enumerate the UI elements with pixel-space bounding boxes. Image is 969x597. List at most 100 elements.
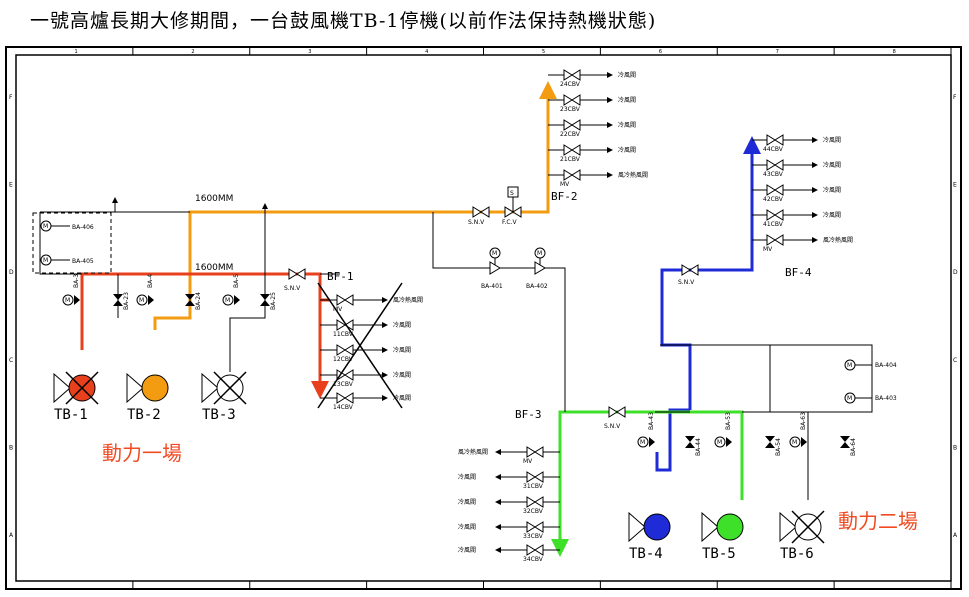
branch-33cbv: 33CBV 冷風閥 bbox=[458, 521, 560, 540]
blue-flow-path bbox=[655, 136, 761, 472]
branch-destination-label: 冷風閥 bbox=[823, 211, 841, 219]
branch-valve-label: 24CBV bbox=[560, 81, 581, 88]
frame-row-label: E bbox=[9, 182, 13, 189]
snv-valve-3: S.N.V bbox=[678, 264, 699, 286]
branch-destination-label: 風冷熱風閥 bbox=[393, 296, 423, 304]
svg-text:M: M bbox=[492, 250, 497, 257]
blower-tb-3: TB-3 bbox=[201, 371, 247, 423]
frame-col-label: 6 bbox=[659, 49, 662, 55]
blower-label: TB-5 bbox=[702, 546, 736, 562]
svg-text:BA-403: BA-403 bbox=[875, 395, 897, 402]
frame-row-label: A bbox=[953, 532, 958, 539]
branch-destination-label: 風冷熱風閥 bbox=[618, 171, 648, 179]
area-label-power-plant-2: 動力二場 bbox=[838, 509, 918, 533]
ba-405-406-box bbox=[32, 212, 112, 274]
branch-destination-label: 冷風閥 bbox=[458, 523, 476, 531]
frame-row-label: D bbox=[953, 269, 958, 276]
svg-text:S.N.V: S.N.V bbox=[678, 279, 695, 286]
branch-valve-label: 42CBV bbox=[763, 196, 784, 203]
frame-col-label: 4 bbox=[425, 49, 428, 55]
snv-valve-2: S.N.V bbox=[468, 206, 490, 226]
svg-text:BA-23: BA-23 bbox=[123, 292, 130, 310]
blower-tb-2: TB-2 bbox=[126, 372, 169, 423]
branch-valve-label: 12CBV bbox=[333, 356, 354, 363]
motor-valve-ba-4: MBA-4 bbox=[136, 274, 154, 306]
branch-valve-label: 21CBV bbox=[560, 156, 581, 163]
motor-valve-ba-3: MBA-3 bbox=[62, 274, 80, 306]
pipe-label-1600-mid: 1600MM bbox=[195, 263, 233, 273]
ba-406-valve: M BA-406 bbox=[40, 220, 94, 232]
svg-text:BA-24: BA-24 bbox=[195, 292, 202, 310]
motor-valve-ba-63: M BA-63 bbox=[789, 412, 807, 448]
frame-col-label: 5 bbox=[542, 49, 545, 55]
svg-text:BA-53: BA-53 bbox=[725, 412, 732, 430]
svg-text:M: M bbox=[43, 257, 48, 264]
frame-row-label: F bbox=[9, 94, 13, 101]
svg-text:BA-43: BA-43 bbox=[648, 412, 655, 430]
branch-valve-label: 13CBV bbox=[333, 381, 354, 388]
branch-valve-label: 23CBV bbox=[560, 106, 581, 113]
branch-23cbv: 23CBV 冷風閥 bbox=[548, 94, 636, 113]
svg-text:M: M bbox=[717, 439, 722, 446]
svg-text:F.C.V: F.C.V bbox=[502, 219, 517, 226]
ba-401-valve: M BA-401 bbox=[481, 247, 503, 290]
branch-destination-label: 冷風閥 bbox=[618, 146, 636, 154]
svg-text:S.N.V: S.N.V bbox=[604, 423, 621, 430]
branch-44cbv: 44CBV 冷風閥 bbox=[752, 134, 841, 153]
branch-destination-label: 冷風閥 bbox=[458, 498, 476, 506]
ba-404-valve: M BA-404 bbox=[844, 359, 897, 371]
frame-col-label: 1 bbox=[74, 49, 77, 55]
frame-col-label: 8 bbox=[893, 49, 896, 55]
frame-row-label: C bbox=[953, 357, 957, 364]
frame-row-label: C bbox=[9, 357, 13, 364]
svg-text:M: M bbox=[225, 297, 230, 304]
branch-valve-label: 33CBV bbox=[523, 533, 544, 540]
branch-valve-label: 44CBV bbox=[763, 146, 784, 153]
branch-destination-label: 冷風閥 bbox=[618, 96, 636, 104]
bf4-label: BF-4 bbox=[785, 266, 812, 279]
svg-text:BA-63: BA-63 bbox=[800, 412, 807, 430]
frame-row-label: E bbox=[953, 182, 957, 189]
bf3-label: BF-3 bbox=[515, 408, 542, 421]
branch-destination-label: 冷風閥 bbox=[823, 136, 841, 144]
branch-valve-label: 14CBV bbox=[333, 404, 354, 411]
frame-row-label: F bbox=[953, 94, 957, 101]
fcv-valve: S F.C.V bbox=[502, 186, 522, 226]
svg-text:BA-44: BA-44 bbox=[695, 438, 702, 456]
svg-text:BA-25: BA-25 bbox=[270, 292, 277, 310]
branch-destination-label: 冷風閥 bbox=[458, 473, 476, 481]
svg-text:M: M bbox=[792, 439, 797, 446]
svg-text:BA-4: BA-4 bbox=[147, 274, 154, 288]
branch-valve-label: 31CBV bbox=[523, 483, 544, 490]
branch-41cbv: 41CBV 冷風閥 bbox=[752, 209, 841, 228]
branch-42cbv: 42CBV 冷風閥 bbox=[752, 184, 841, 203]
svg-text:BA-401: BA-401 bbox=[481, 283, 503, 290]
branch-destination-label: 風冷熱風閥 bbox=[458, 448, 488, 456]
bf1-cross-mark bbox=[317, 282, 403, 409]
branch-valve-label: MV bbox=[763, 246, 773, 253]
area-label-power-plant-1: 動力一場 bbox=[102, 441, 182, 465]
svg-text:S.N.V: S.N.V bbox=[468, 219, 485, 226]
branch-valve-label: 22CBV bbox=[560, 131, 581, 138]
blower-label: TB-4 bbox=[629, 546, 663, 562]
snv-valve-1: S.N.V bbox=[284, 268, 306, 292]
svg-text:BA-64: BA-64 bbox=[850, 438, 857, 456]
svg-text:S.N.V: S.N.V bbox=[284, 285, 301, 292]
branch-valve-label: 41CBV bbox=[763, 221, 784, 228]
branch-destination-label: 冷風閥 bbox=[823, 186, 841, 194]
ba-402-valve: M BA-402 bbox=[526, 247, 548, 290]
